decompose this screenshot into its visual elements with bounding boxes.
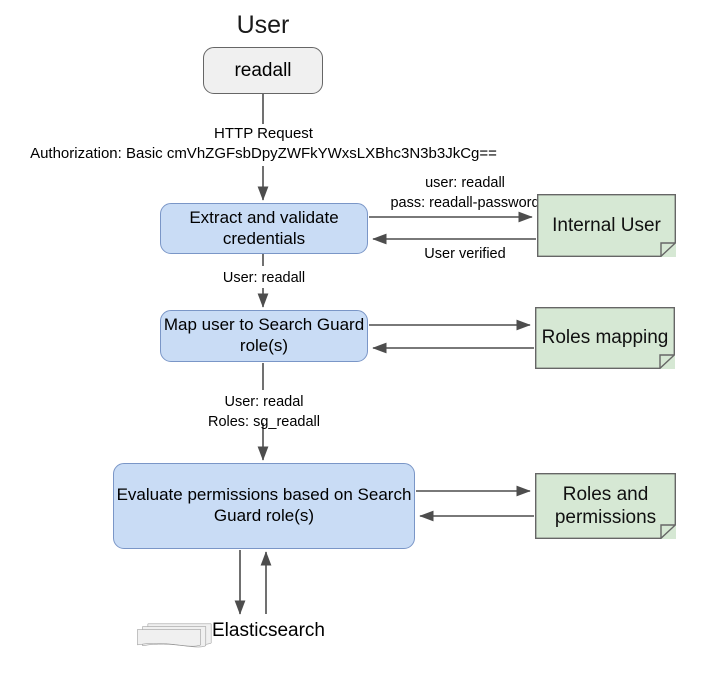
edge-label-roles-sg-readall: Roles: sg_readall bbox=[207, 413, 321, 430]
multi-document-icon bbox=[137, 623, 212, 647]
process-node-extract-validate-credentials[interactable]: Extract and validate credentials bbox=[160, 203, 368, 254]
edge-label-http-request: HTTP Request Authorization: Basic cmVhZG… bbox=[0, 124, 527, 165]
note-shape-icon bbox=[535, 307, 675, 369]
datastore-node-elasticsearch[interactable]: Elasticsearch bbox=[137, 596, 361, 676]
note-node-internal-user[interactable]: Internal User bbox=[537, 194, 676, 257]
note-node-roles-mapping[interactable]: Roles mapping bbox=[535, 307, 675, 369]
note-label: Roles and permissions bbox=[554, 483, 657, 528]
note-shape-icon bbox=[537, 194, 676, 257]
edge-label-credentials-user: user: readall bbox=[425, 175, 505, 191]
note-label: Internal User bbox=[552, 214, 661, 236]
note-label: Roles mapping bbox=[541, 327, 669, 349]
edge-label-user-verified: User verified bbox=[424, 246, 506, 262]
note-node-roles-and-permissions[interactable]: Roles and permissions bbox=[535, 473, 676, 539]
diagram-title: User bbox=[236, 10, 290, 39]
process-node-evaluate-permissions[interactable]: Evaluate permissions based on Search Gua… bbox=[113, 463, 415, 549]
edge-label-credentials: user: readall pass: readall-password bbox=[340, 174, 590, 213]
edge-label-credentials-pass: pass: readall-password bbox=[390, 194, 540, 211]
actor-node-readall[interactable]: readall bbox=[203, 47, 323, 94]
edge-label-user-readall: User: readall bbox=[222, 270, 306, 286]
edge-label-user-readal: User: readal bbox=[224, 394, 304, 410]
note-shape-icon bbox=[535, 473, 676, 539]
process-node-map-user-to-roles[interactable]: Map user to Search Guard role(s) bbox=[160, 310, 368, 362]
datastore-label: Elasticsearch bbox=[212, 620, 325, 642]
edge-label-authorization-header: Authorization: Basic cmVhZGFsbDpyZWFkYWx… bbox=[30, 145, 497, 163]
edge-label-user-and-roles: User: readal Roles: sg_readall bbox=[140, 393, 388, 432]
edge-label-http-request-line1: HTTP Request bbox=[214, 125, 313, 142]
